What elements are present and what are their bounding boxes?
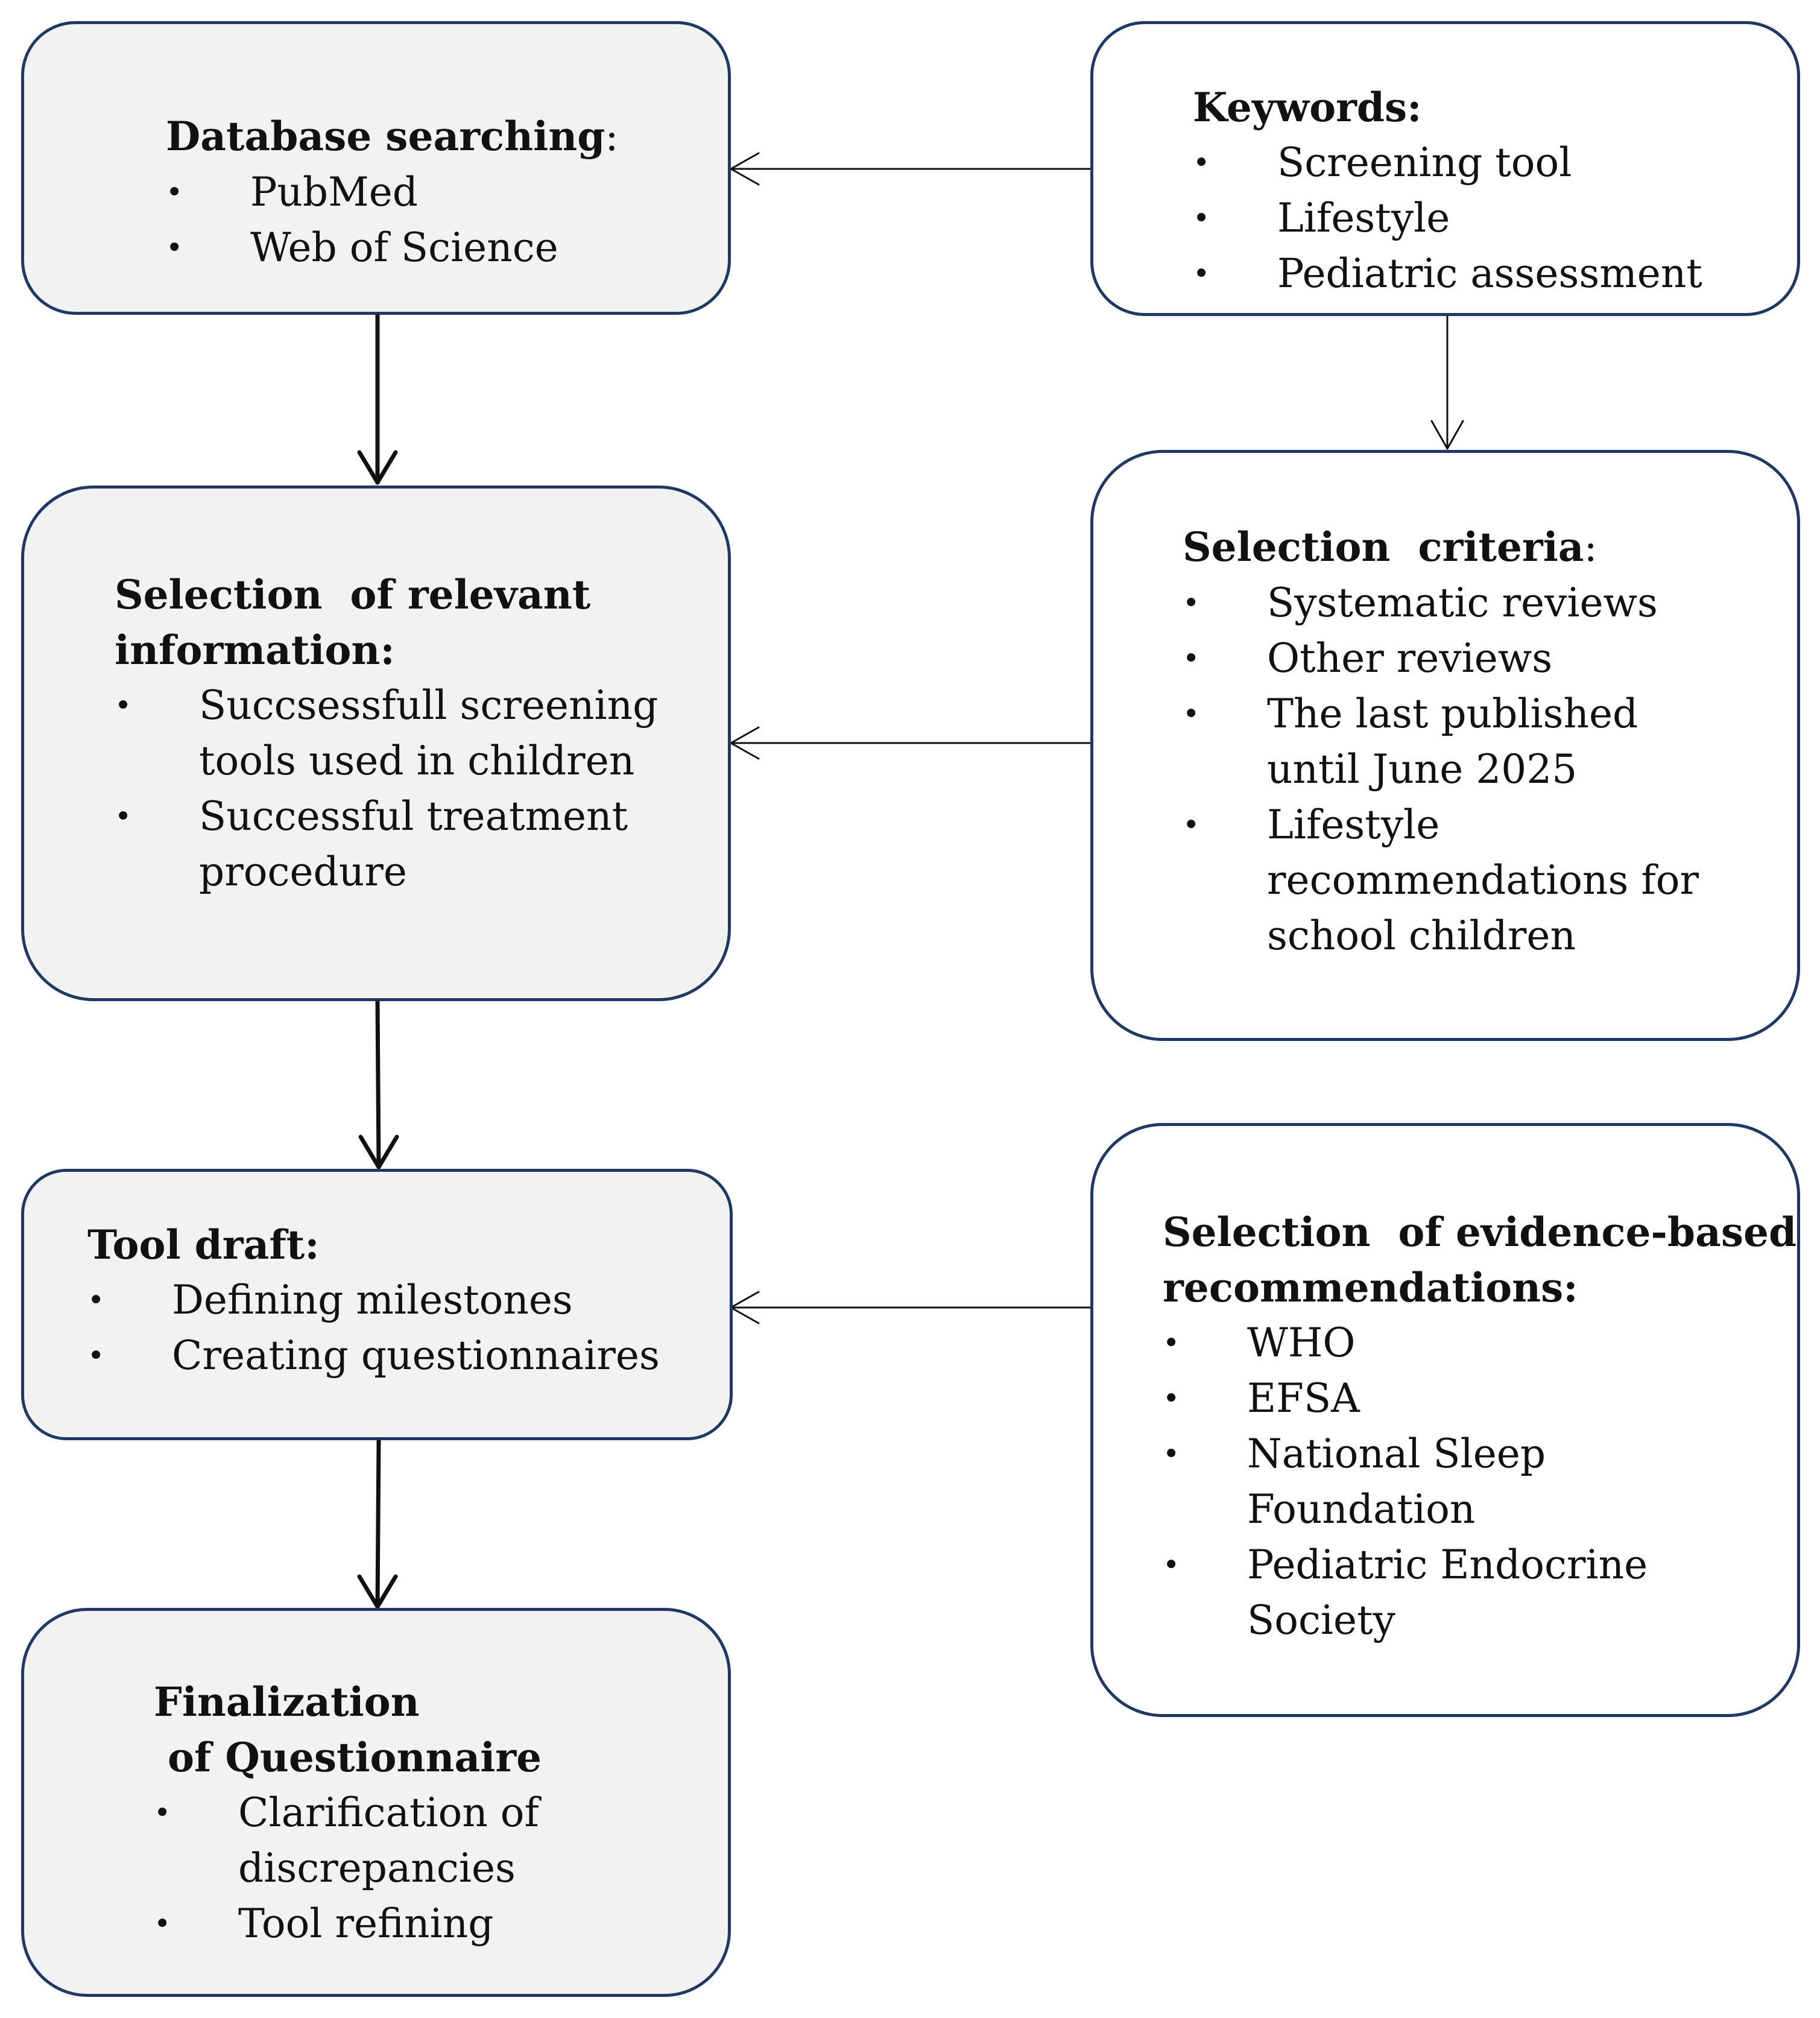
criteria-item: The last published until June 2025 xyxy=(1183,686,1725,797)
database-item: Web of Science xyxy=(166,220,728,276)
keywords-title: Keywords: xyxy=(1193,84,1422,131)
selection-criteria-title: Selection criteria: xyxy=(1183,523,1597,571)
keyword-item: Lifestyle xyxy=(1193,191,1797,246)
relevant-information-list: Succsessfull screening tools used in chi… xyxy=(115,678,675,900)
evidence-item: Pediatric Endocrine Society xyxy=(1163,1537,1705,1648)
tool-draft-item: Creating questionnaires xyxy=(87,1328,730,1384)
relevant-item: Successful treatment procedure xyxy=(115,789,675,900)
evidence-recommendations-list: WHO EFSA National Sleep Foundation Pedia… xyxy=(1163,1315,1705,1648)
finalization-title: Finalization of Questionnaire xyxy=(154,1678,542,1781)
tool-draft-box: Tool draft: Defining milestones Creating… xyxy=(21,1169,733,1440)
tool-draft-list: Defining milestones Creating questionnai… xyxy=(87,1273,730,1384)
database-item: PubMed xyxy=(166,165,728,220)
evidence-item: EFSA xyxy=(1163,1371,1705,1426)
database-searching-title: Database searching: xyxy=(166,113,619,160)
criteria-item: Lifestyle recommendations for school chi… xyxy=(1183,797,1725,964)
keywords-box: Keywords: Screening tool Lifestyle Pedia… xyxy=(1090,21,1800,316)
arrow-relevant-to-draft-head xyxy=(358,1134,399,1169)
finalization-box: Finalization of Questionnaire Clarificat… xyxy=(21,1608,731,1997)
selection-criteria-list: Systematic reviews Other reviews The las… xyxy=(1183,575,1725,964)
keywords-list: Screening tool Lifestyle Pediatric asses… xyxy=(1193,135,1797,302)
keyword-item: Screening tool xyxy=(1193,135,1797,191)
criteria-item: Other reviews xyxy=(1183,631,1725,686)
criteria-item: Systematic reviews xyxy=(1183,575,1725,631)
finalization-item: Tool refining xyxy=(154,1896,636,1952)
finalization-item: Clarification of discrepancies xyxy=(154,1785,636,1896)
tool-draft-title: Tool draft: xyxy=(87,1221,320,1268)
database-searching-box: Database searching: PubMed Web of Scienc… xyxy=(21,21,731,315)
database-list: PubMed Web of Science xyxy=(166,165,728,276)
arrow-keywords-to-criteria-head xyxy=(1430,420,1464,450)
arrow-criteria-to-relevant-head xyxy=(730,726,760,760)
arrow-database-to-relevant-head xyxy=(357,450,398,485)
arrow-relevant-to-draft xyxy=(375,999,381,1169)
evidence-item: WHO xyxy=(1163,1315,1705,1371)
evidence-item: National Sleep Foundation xyxy=(1163,1426,1705,1537)
keyword-item: Pediatric assessment xyxy=(1193,246,1797,302)
arrow-draft-to-final xyxy=(375,1438,381,1609)
finalization-list: Clarification of discrepancies Tool refi… xyxy=(154,1785,636,1952)
tool-draft-item: Defining milestones xyxy=(87,1273,730,1328)
arrow-keywords-to-database-head xyxy=(730,152,760,186)
selection-criteria-box: Selection criteria: Systematic reviews O… xyxy=(1090,450,1800,1041)
arrow-draft-to-final-head xyxy=(357,1574,398,1609)
relevant-item: Succsessfull screening tools used in chi… xyxy=(115,678,675,789)
